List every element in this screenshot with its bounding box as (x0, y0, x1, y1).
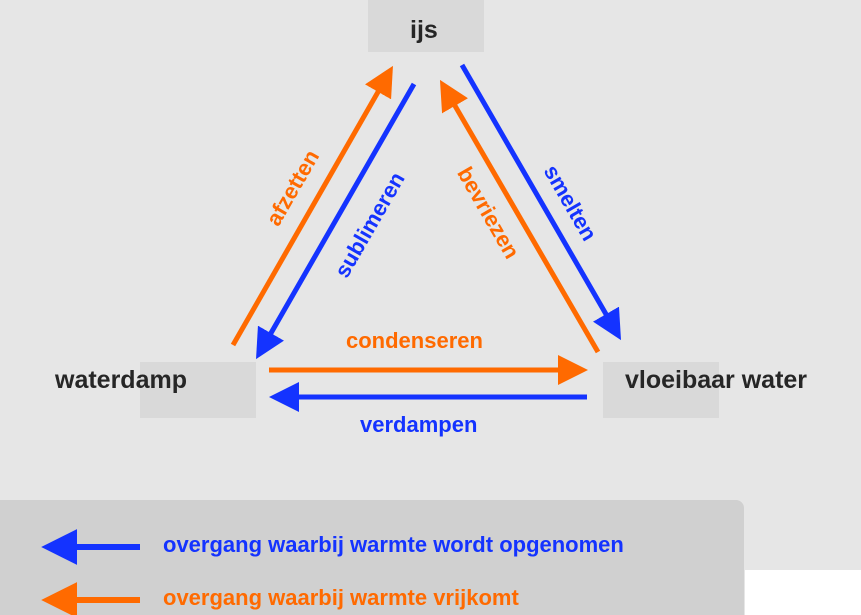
liquid-box (603, 362, 719, 418)
legend-arrows (41, 529, 140, 615)
vapor-box (140, 362, 256, 418)
state-ice-label: ijs (410, 16, 438, 44)
evaporation-label: verdampen (360, 412, 478, 437)
state-liquid-label: vloeibaar water (625, 366, 808, 394)
sublimation-arrow (256, 82, 417, 360)
condensation-label: condenseren (346, 328, 483, 353)
corner-blank (745, 570, 861, 615)
legend-absorbed-text: overgang waarbij warmte wordt opgenomen (163, 532, 624, 557)
ice-box (368, 0, 484, 52)
legend: overgang waarbij warmte wordt opgenomen … (0, 500, 744, 615)
legend-released-text: overgang waarbij warmte vrijkomt (163, 585, 519, 610)
state-vapor-label: waterdamp (55, 366, 187, 394)
freezing-arrow (439, 79, 601, 354)
deposition-arrow (230, 65, 393, 347)
melting-arrow (459, 63, 622, 341)
